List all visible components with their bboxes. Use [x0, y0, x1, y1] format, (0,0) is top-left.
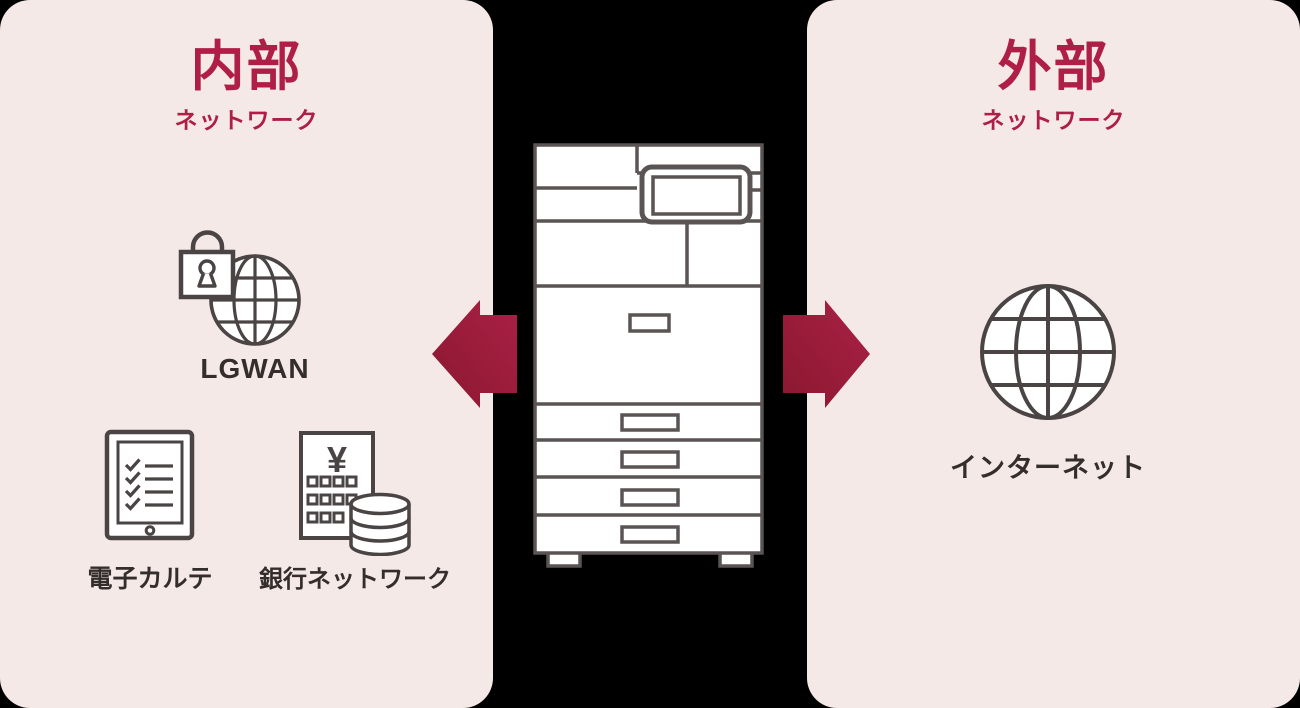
copier-illustration [533, 143, 764, 568]
internal-network-panel [0, 0, 493, 708]
internal-title: 内部 [190, 37, 303, 97]
internal-subtitle: ネットワーク [174, 107, 319, 133]
emr-label: 電子カルテ [87, 565, 213, 593]
globe-icon [980, 284, 1116, 420]
internet-label: インターネット [950, 453, 1146, 483]
tablet-checklist-icon [104, 429, 195, 541]
lgwan-label: LGWAN [200, 353, 310, 384]
svg-text:¥: ¥ [327, 439, 347, 480]
bank-database-icon: ¥ [299, 431, 411, 556]
lock-globe-icon [178, 230, 301, 346]
bank-network-label: 銀行ネットワーク [259, 566, 451, 593]
external-title: 外部 [997, 37, 1110, 97]
external-subtitle: ネットワーク [981, 107, 1126, 133]
